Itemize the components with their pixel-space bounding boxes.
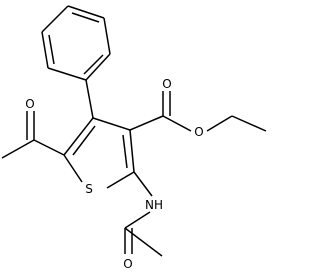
- thiophene-bond-c5-c4: [63, 117, 94, 156]
- thiophene-double-bond-c5-c4: [72, 125, 96, 156]
- acetyl-methyl-bond: [1, 139, 35, 159]
- amide-methyl-bond: [124, 227, 163, 257]
- amide-n-bond: [133, 171, 153, 197]
- ethyl-bond: [231, 115, 267, 132]
- thiophene-bond-c4-c3: [92, 117, 131, 131]
- ethyl-ester-group: [129, 91, 267, 132]
- acetyl-oxygen-label: O: [25, 97, 34, 111]
- acetamido-group: [124, 171, 163, 257]
- amide-oxygen-label: O: [123, 257, 132, 271]
- thiophene-ring: [63, 117, 135, 189]
- phenyl-double-bond: [71, 12, 100, 23]
- thiophene-bond-c3-c2: [129, 129, 135, 173]
- phenyl-bond: [85, 53, 111, 81]
- phenyl-thiophene-bond: [85, 79, 94, 119]
- thiophene-double-bond-c3-c2: [122, 134, 128, 169]
- ester-ether-bond: [162, 115, 192, 132]
- phenyl-bond: [47, 67, 87, 81]
- thiophene-bond-c2-s: [106, 171, 135, 189]
- phenyl-bond: [67, 5, 105, 19]
- acetyl-bond: [33, 139, 65, 156]
- thiophene-bond-s-c5: [63, 154, 83, 183]
- phenyl-bond: [41, 5, 69, 33]
- phenyl-double-bond: [48, 34, 55, 65]
- phenyl-bond: [41, 31, 49, 69]
- ethyl-bond: [206, 115, 233, 132]
- phenyl-bond: [103, 17, 111, 55]
- amide-n-carbonyl-bond: [124, 211, 151, 229]
- ring-sulfur-label: S: [85, 182, 93, 196]
- acetyl-group: [1, 111, 65, 159]
- amide-nitrogen-label: NH: [145, 198, 163, 212]
- ester-bond: [129, 115, 164, 131]
- ester-carbonyl-oxygen-label: O: [162, 77, 171, 91]
- ethyl-2-acetamido-5-acetyl-4-phenylthiophene-3-carboxylate-structure: S O O O NH O: [1, 5, 267, 271]
- ester-ether-oxygen-label: O: [194, 125, 203, 139]
- phenyl-ring: [41, 5, 111, 81]
- phenyl-double-bond: [83, 54, 104, 75]
